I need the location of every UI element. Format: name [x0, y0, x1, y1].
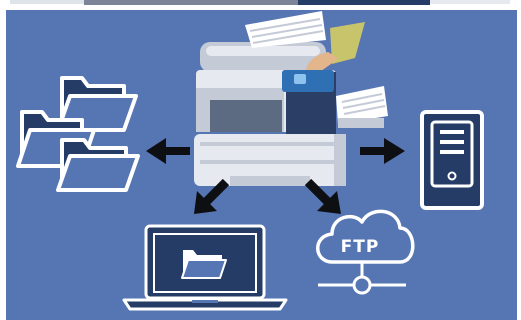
- folder-icon: [181, 250, 227, 279]
- server-tower-icon: [420, 110, 484, 210]
- folder-icon: [56, 76, 138, 132]
- folder-icon: [56, 138, 140, 192]
- ftp-cloud-icon: FTP: [316, 209, 415, 295]
- top-strip: [0, 0, 521, 8]
- folders-icon: [16, 76, 140, 192]
- arrow-down-right-icon: [304, 178, 341, 214]
- laptop-folder-icon: [122, 224, 288, 311]
- arrow-down-left-icon: [194, 178, 230, 214]
- arrow-left-icon: [146, 138, 190, 164]
- arrow-right-icon: [360, 138, 405, 164]
- printer-icon: [194, 11, 388, 186]
- ftp-label: FTP: [341, 237, 380, 257]
